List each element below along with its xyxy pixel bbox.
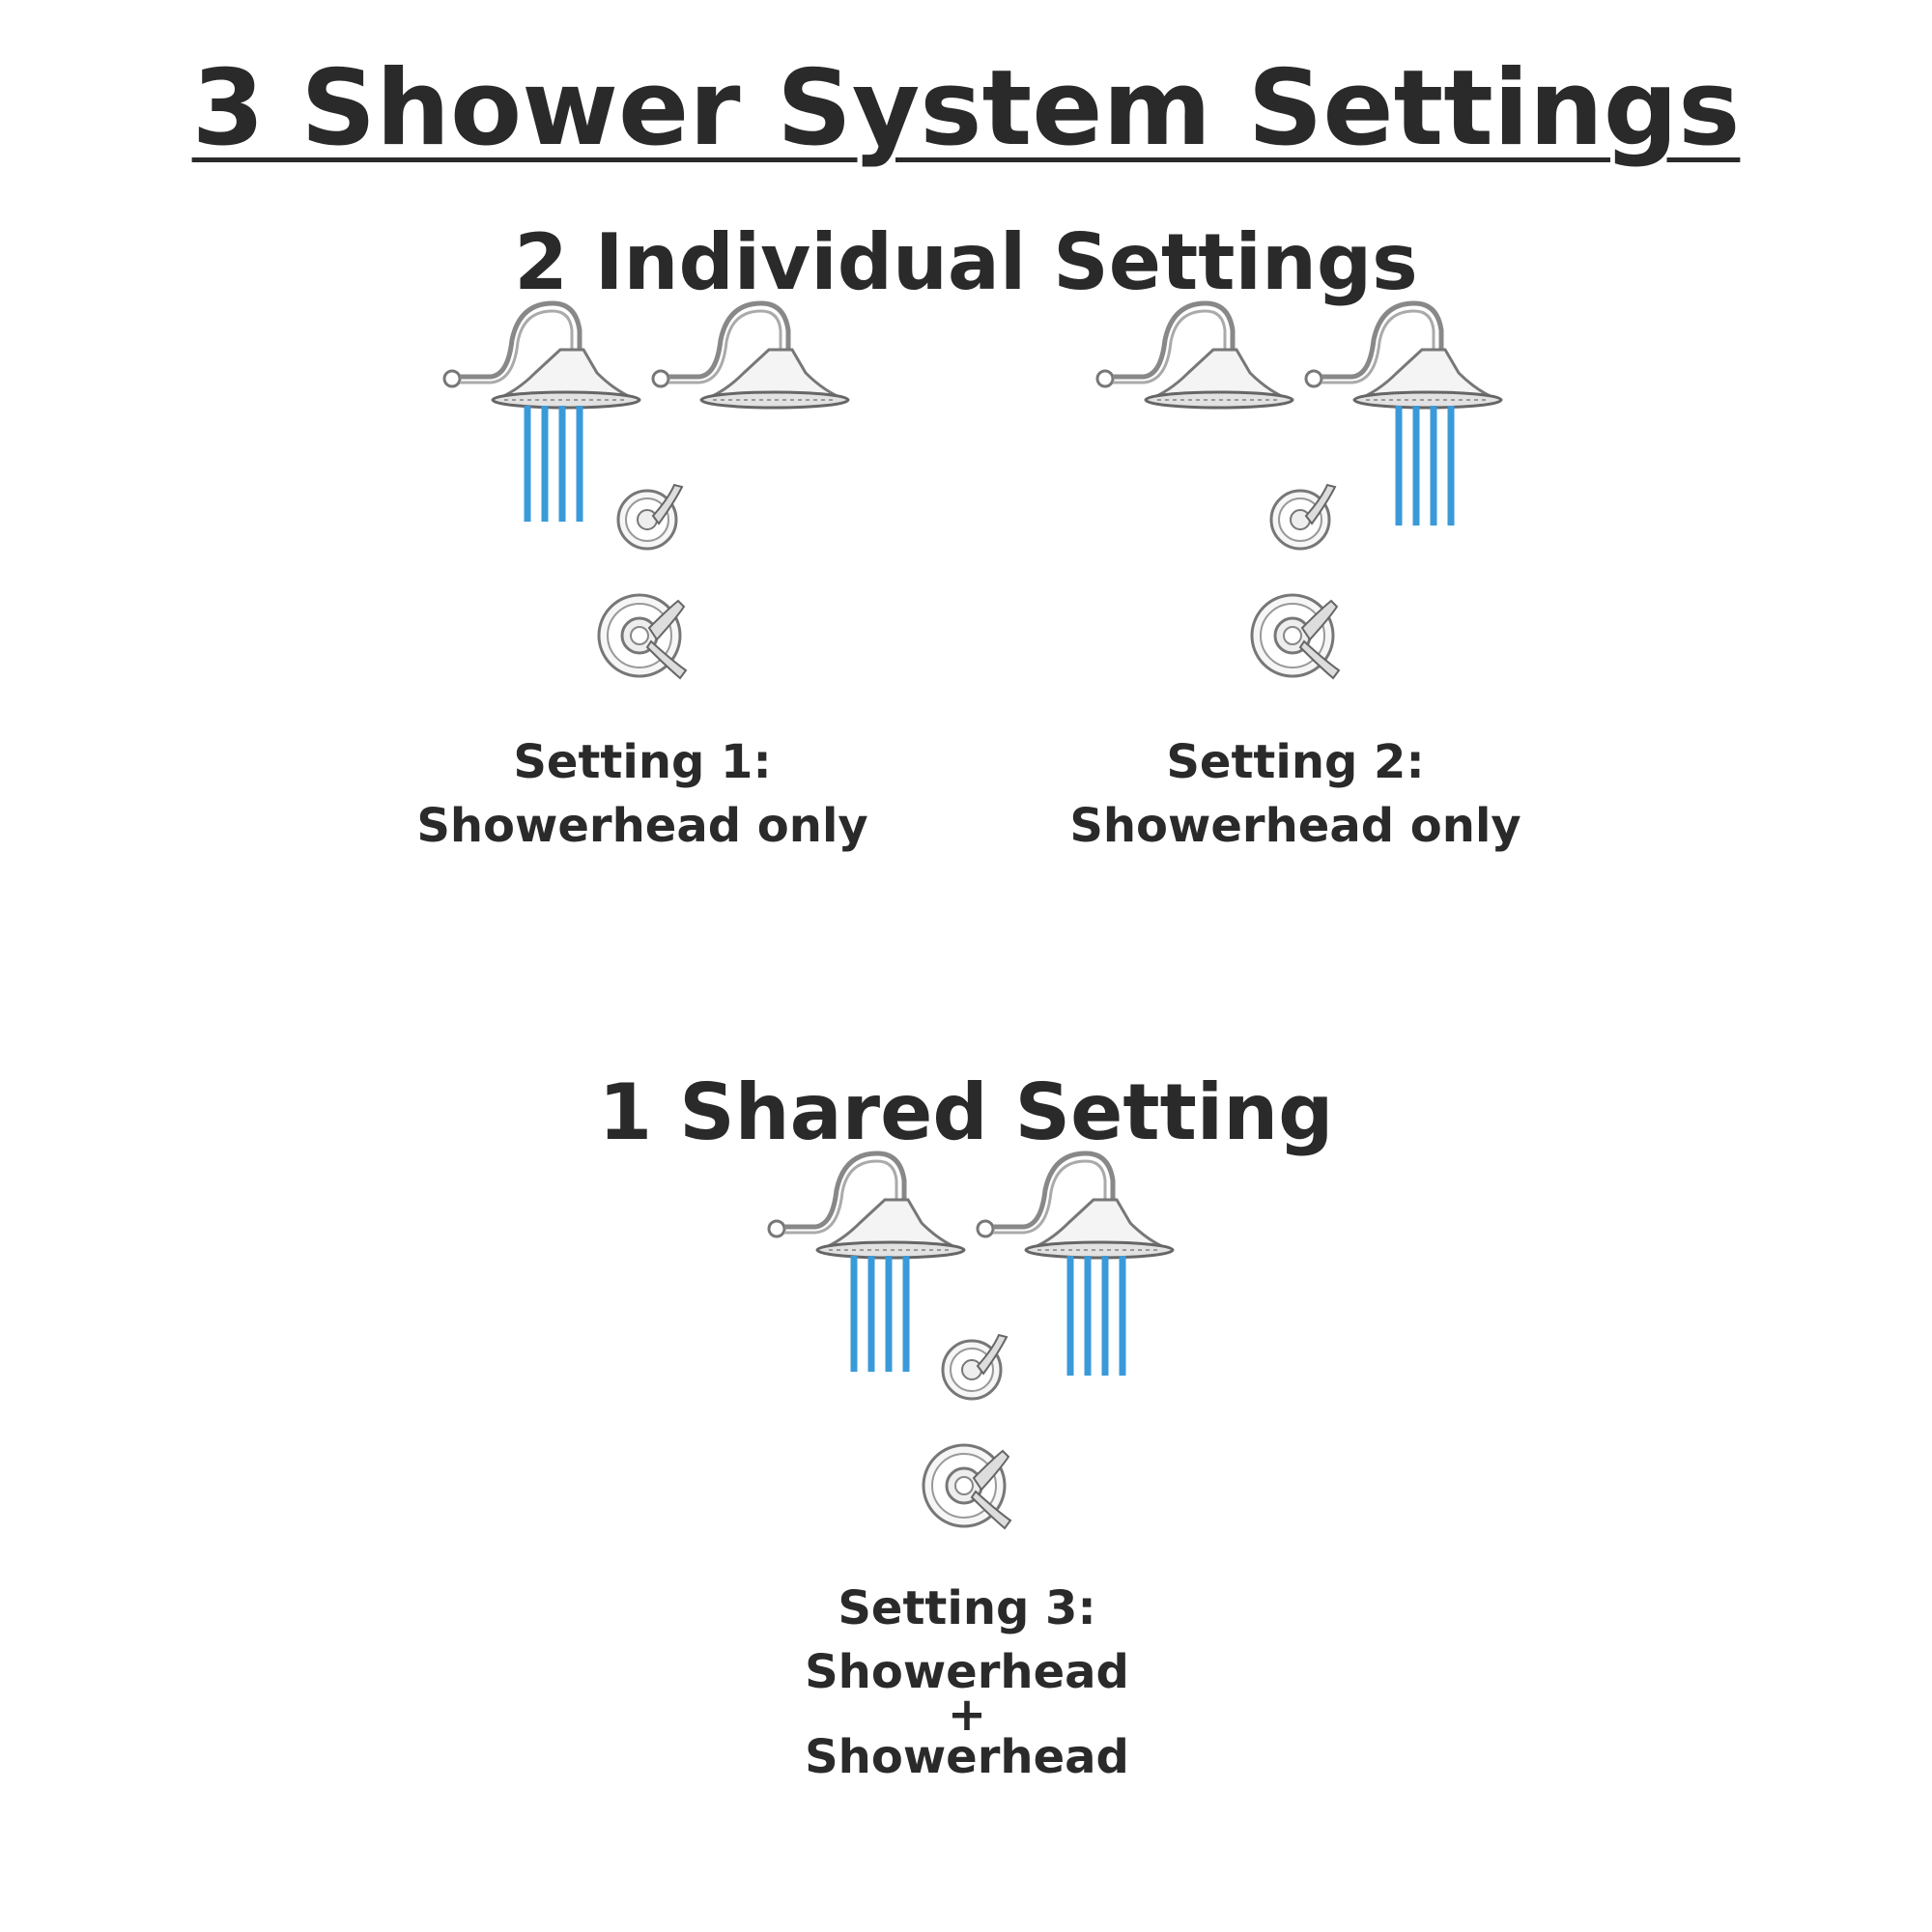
- showerhead-icon: [769, 1153, 964, 1258]
- thermostatic-valve-icon: [597, 593, 688, 680]
- showerhead-icon: [653, 303, 848, 408]
- section-individual-heading: 2 Individual Settings: [514, 217, 1418, 307]
- page-title: 3 Shower System Settings: [0, 48, 1932, 169]
- setting-1-desc: Showerhead only: [416, 799, 868, 853]
- showerhead-icon: [1097, 303, 1293, 408]
- setting-2-label: Setting 2:: [1166, 735, 1425, 789]
- diverter-valve-icon: [1269, 483, 1337, 551]
- diverter-valve-icon: [616, 483, 684, 551]
- showerhead-icon: [978, 1153, 1173, 1258]
- setting-3-diagram: [769, 1153, 1173, 1530]
- showerhead-icon: [444, 303, 639, 408]
- thermostatic-valve-icon: [1250, 593, 1341, 680]
- setting-2-diagram: [1097, 303, 1501, 680]
- setting-3-caption: Setting 3: Showerhead + Showerhead: [721, 1580, 1213, 1785]
- setting-1-diagram: [444, 303, 848, 680]
- page-title-text: 3 Shower System Settings: [191, 48, 1741, 169]
- setting-2-desc: Showerhead only: [1069, 799, 1521, 853]
- thermostatic-valve-icon: [922, 1443, 1012, 1530]
- setting-1-caption: Setting 1: Showerhead only: [396, 730, 889, 858]
- showerhead-icon: [1306, 303, 1501, 408]
- setting-1-label: Setting 1:: [513, 735, 772, 789]
- diverter-valve-icon: [941, 1333, 1009, 1401]
- setting-3-desc-line-1: Showerhead: [805, 1645, 1129, 1699]
- section-shared-heading: 1 Shared Setting: [598, 1067, 1334, 1157]
- setting-2-caption: Setting 2: Showerhead only: [1049, 730, 1542, 858]
- setting-3-label: Setting 3:: [838, 1581, 1096, 1635]
- water-spray-icon: [1066, 1256, 1126, 1376]
- setting-3-desc-line-2: Showerhead: [805, 1730, 1129, 1784]
- setting-3-desc-plus: +: [947, 1688, 987, 1742]
- water-spray-icon: [850, 1256, 910, 1372]
- water-spray-icon: [524, 406, 583, 522]
- water-spray-icon: [1395, 406, 1455, 526]
